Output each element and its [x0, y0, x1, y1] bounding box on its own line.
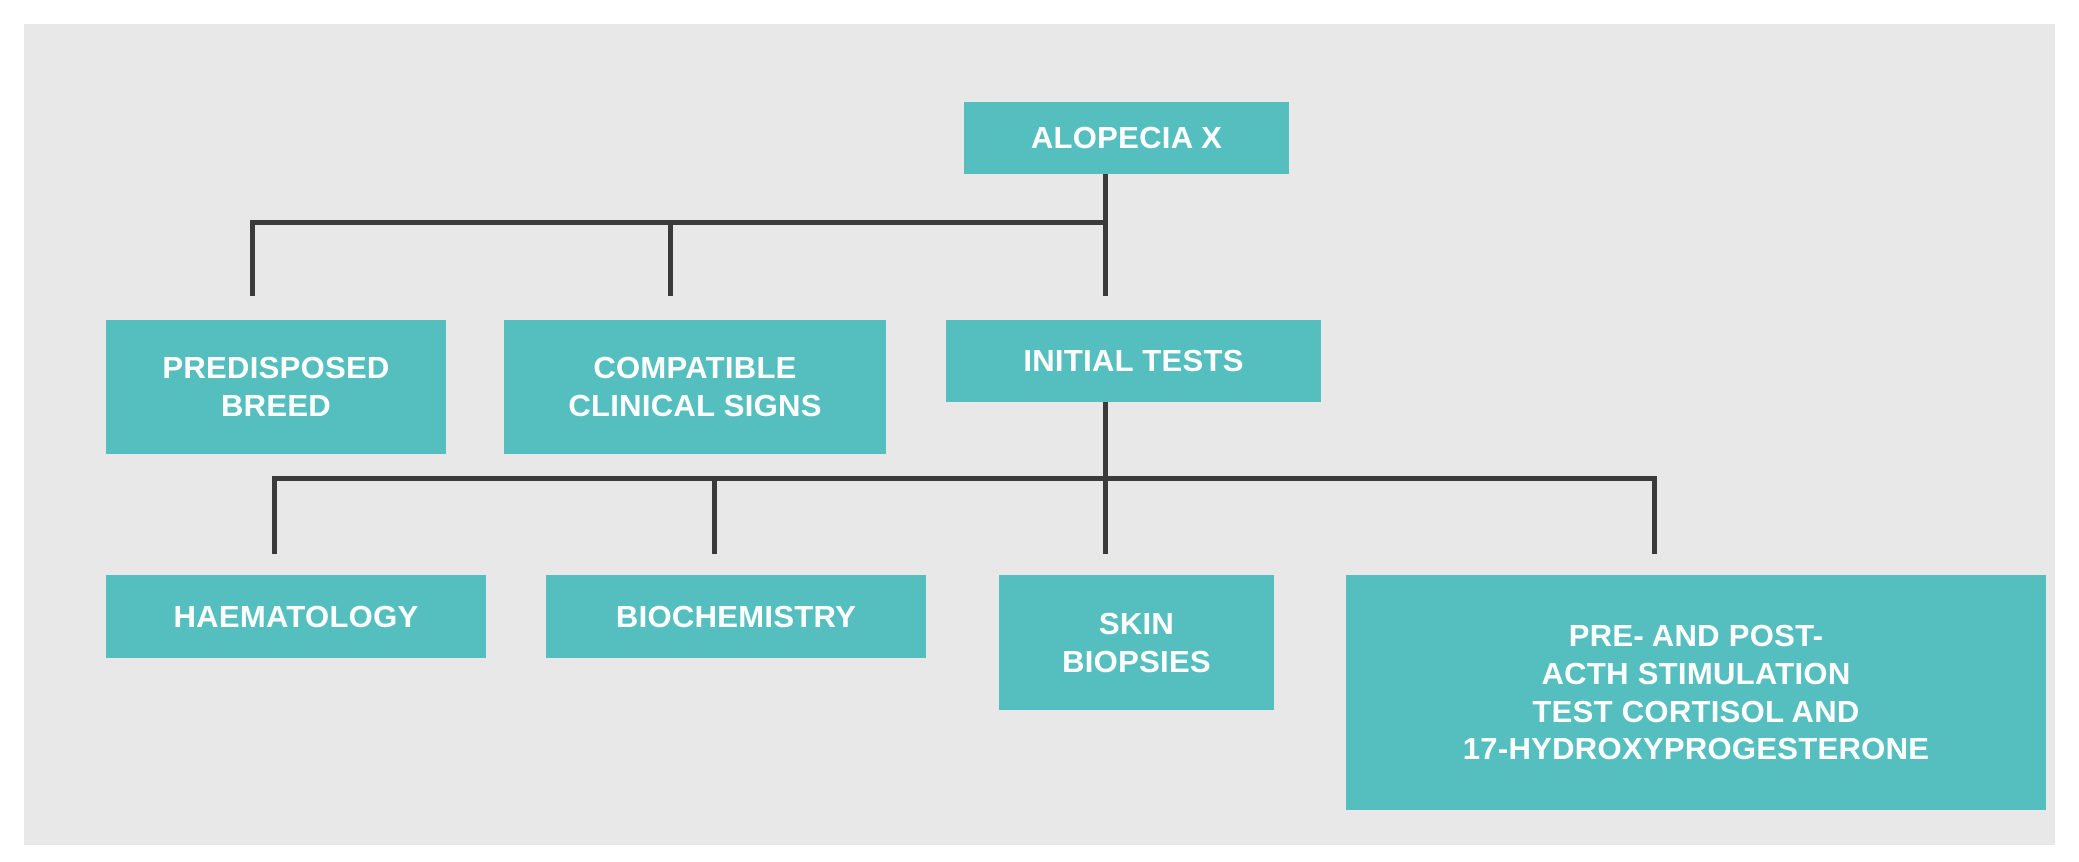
node-initial-tests[interactable]: INITIAL TESTS: [946, 320, 1321, 402]
node-compatible-clinical-signs[interactable]: COMPATIBLE CLINICAL SIGNS: [504, 320, 886, 454]
node-acth-stimulation[interactable]: PRE- AND POST- ACTH STIMULATION TEST COR…: [1346, 575, 2046, 810]
node-predisposed-breed-label: PREDISPOSED BREED: [162, 350, 390, 423]
node-predisposed-breed[interactable]: PREDISPOSED BREED: [106, 320, 446, 454]
node-biochemistry[interactable]: BIOCHEMISTRY: [546, 575, 926, 658]
connector-level2-bus: [272, 476, 1656, 481]
connector-initial-tests-stem: [1103, 378, 1108, 485]
node-acth-stimulation-label: PRE- AND POST- ACTH STIMULATION TEST COR…: [1462, 617, 1930, 767]
diagram-panel: ALOPECIA X PREDISPOSED BREED COMPATIBLE …: [24, 24, 2055, 845]
connector-alopecia-stem: [1103, 150, 1108, 253]
node-haematology-label: HAEMATOLOGY: [173, 598, 419, 634]
connector-level1-bus: [250, 220, 1108, 225]
node-compatible-clinical-signs-label: COMPATIBLE CLINICAL SIGNS: [568, 350, 822, 423]
connector-drop-predisposed-breed: [250, 220, 255, 296]
connector-drop-biochemistry: [712, 476, 717, 554]
connector-drop-initial-tests: [1103, 220, 1108, 296]
connector-drop-skin-biopsies: [1103, 476, 1108, 554]
node-alopecia-x-label: ALOPECIA X: [1030, 120, 1223, 156]
node-skin-biopsies-label: SKIN BIOPSIES: [1062, 605, 1211, 679]
node-biochemistry-label: BIOCHEMISTRY: [615, 598, 857, 634]
node-haematology[interactable]: HAEMATOLOGY: [106, 575, 486, 658]
node-alopecia-x[interactable]: ALOPECIA X: [964, 102, 1289, 174]
node-skin-biopsies[interactable]: SKIN BIOPSIES: [999, 575, 1274, 710]
connector-drop-acth-stimulation: [1652, 476, 1657, 554]
connector-drop-compatible-clinical-signs: [668, 220, 673, 296]
node-initial-tests-label: INITIAL TESTS: [1023, 343, 1244, 379]
connector-drop-haematology: [272, 476, 277, 554]
